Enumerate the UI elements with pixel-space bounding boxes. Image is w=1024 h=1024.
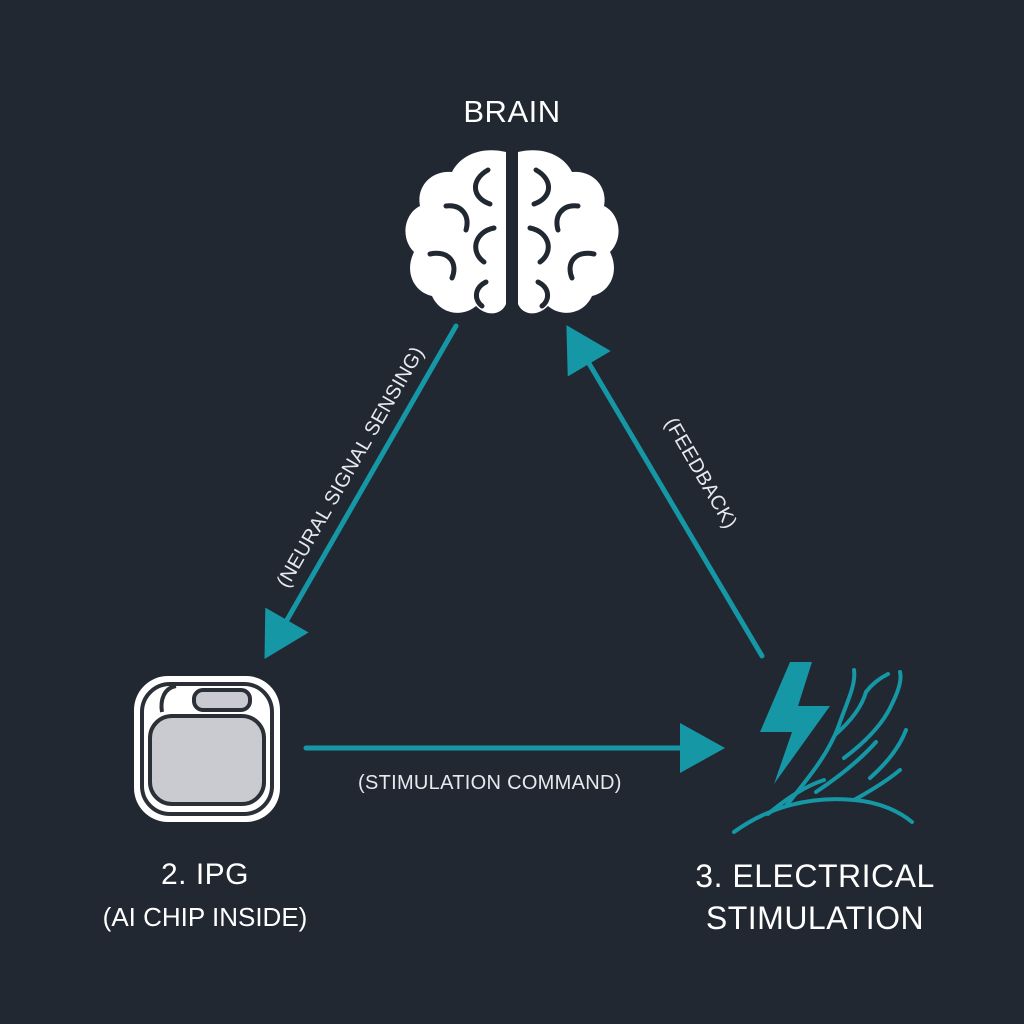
ipg-title: 2. IPG bbox=[160, 858, 250, 891]
arrow-stimulation-to-brain bbox=[566, 325, 765, 659]
stimulation-title-line1: 3. ELECTRICAL bbox=[695, 858, 935, 894]
arrow-brain-to-ipg bbox=[264, 323, 459, 660]
stimulation-title-line2: STIMULATION bbox=[705, 900, 925, 936]
brain-title: BRAIN bbox=[463, 94, 561, 129]
ipg-subtitle: (AI CHIP INSIDE) bbox=[102, 902, 308, 932]
lightning-bolt-icon bbox=[760, 662, 830, 784]
label-stimulation-command: (STIMULATION COMMAND) bbox=[358, 772, 622, 794]
